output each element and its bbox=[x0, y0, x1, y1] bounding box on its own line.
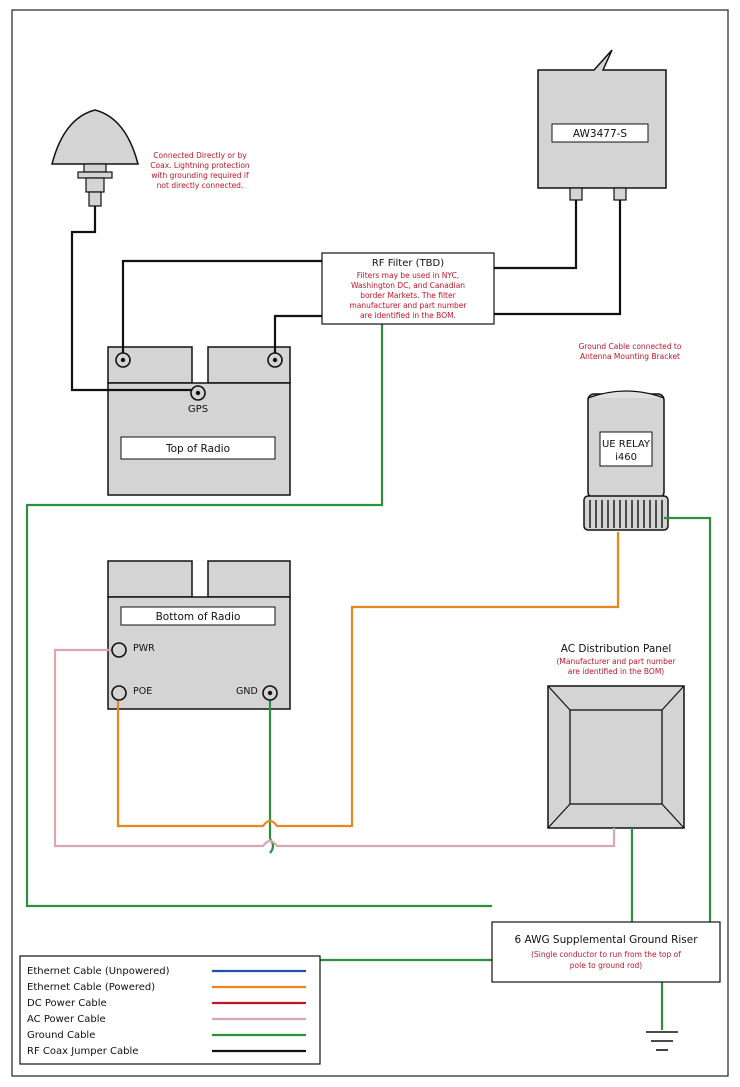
ground-note-line-1: Ground Cable connected to bbox=[579, 342, 682, 351]
ac-panel-title: AC Distribution Panel bbox=[561, 643, 672, 655]
antenna-note-line-3: with grounding required if bbox=[151, 171, 249, 180]
earth-ground-icon bbox=[646, 1031, 678, 1051]
rf-filter-box bbox=[321, 252, 495, 325]
bottom-of-radio bbox=[107, 560, 291, 710]
ground-note-line-2: Antenna Mounting Bracket bbox=[580, 352, 680, 361]
rf-filter-note-line-1: Filters may be used in NYC, bbox=[357, 271, 459, 280]
aw3477-antenna bbox=[537, 49, 667, 201]
gps-antenna bbox=[51, 109, 139, 207]
legend-label-1: Ethernet Cable (Unpowered) bbox=[27, 966, 170, 977]
ground-cables bbox=[25, 324, 712, 1030]
rf-coax-cables bbox=[70, 200, 622, 392]
ue-relay bbox=[583, 390, 669, 531]
powered-ethernet-cable bbox=[116, 532, 620, 828]
ue-relay-label-line-2: i460 bbox=[615, 452, 637, 463]
ue-relay-fins bbox=[589, 500, 663, 528]
antenna-note-line-4: not directly connected. bbox=[157, 181, 244, 190]
antenna-note-line-2: Coax. Lightning protection bbox=[150, 161, 250, 170]
ground-riser-note-line-1: (Single conductor to run from the top of bbox=[531, 950, 681, 959]
ac-power-cable bbox=[53, 648, 616, 848]
ground-riser-note-line-2: pole to ground rod) bbox=[570, 961, 643, 970]
rf-filter-note-line-5: are identified in the BOM. bbox=[360, 311, 456, 320]
rf-filter-note-line-4: manufacturer and part number bbox=[350, 301, 468, 310]
rf-filter-note-line-2: Washington DC, and Canadian bbox=[351, 281, 465, 290]
port-circles bbox=[111, 352, 283, 701]
ue-relay-label-line-1: UE RELAY bbox=[602, 439, 651, 450]
legend-label-5: Ground Cable bbox=[27, 1030, 95, 1041]
legend-box bbox=[19, 955, 321, 1065]
legend-label-4: AC Power Cable bbox=[27, 1014, 106, 1025]
ground-riser-title: 6 AWG Supplemental Ground Riser bbox=[514, 934, 698, 946]
ac-distribution-panel bbox=[547, 685, 685, 829]
pwr-port-label: PWR bbox=[133, 643, 155, 654]
legend-label-2: Ethernet Cable (Powered) bbox=[27, 982, 155, 993]
page-frame bbox=[11, 9, 729, 1077]
rf-filter-title: RF Filter (TBD) bbox=[372, 258, 444, 269]
antenna-note-line-1: Connected Directly or by bbox=[153, 151, 247, 160]
legend-label-3: DC Power Cable bbox=[27, 998, 107, 1009]
bottom-of-radio-title: Bottom of Radio bbox=[156, 611, 241, 623]
top-of-radio-title: Top of Radio bbox=[165, 443, 230, 455]
rf-filter-note-line-3: border Markets. The filter bbox=[360, 291, 456, 300]
ac-panel-note-line-1: (Manufacturer and part number bbox=[556, 657, 676, 666]
ground-riser-box bbox=[491, 921, 721, 983]
gnd-port-label: GND bbox=[236, 686, 258, 697]
top-of-radio bbox=[107, 346, 291, 496]
antenna-model-label: AW3477-S bbox=[573, 128, 628, 140]
gps-port-label: GPS bbox=[188, 404, 208, 415]
legend-label-6: RF Coax Jumper Cable bbox=[27, 1046, 138, 1057]
ac-panel-note-line-2: are identified in the BOM) bbox=[568, 667, 665, 676]
poe-port-label: POE bbox=[133, 686, 152, 697]
port-dots bbox=[120, 357, 278, 696]
